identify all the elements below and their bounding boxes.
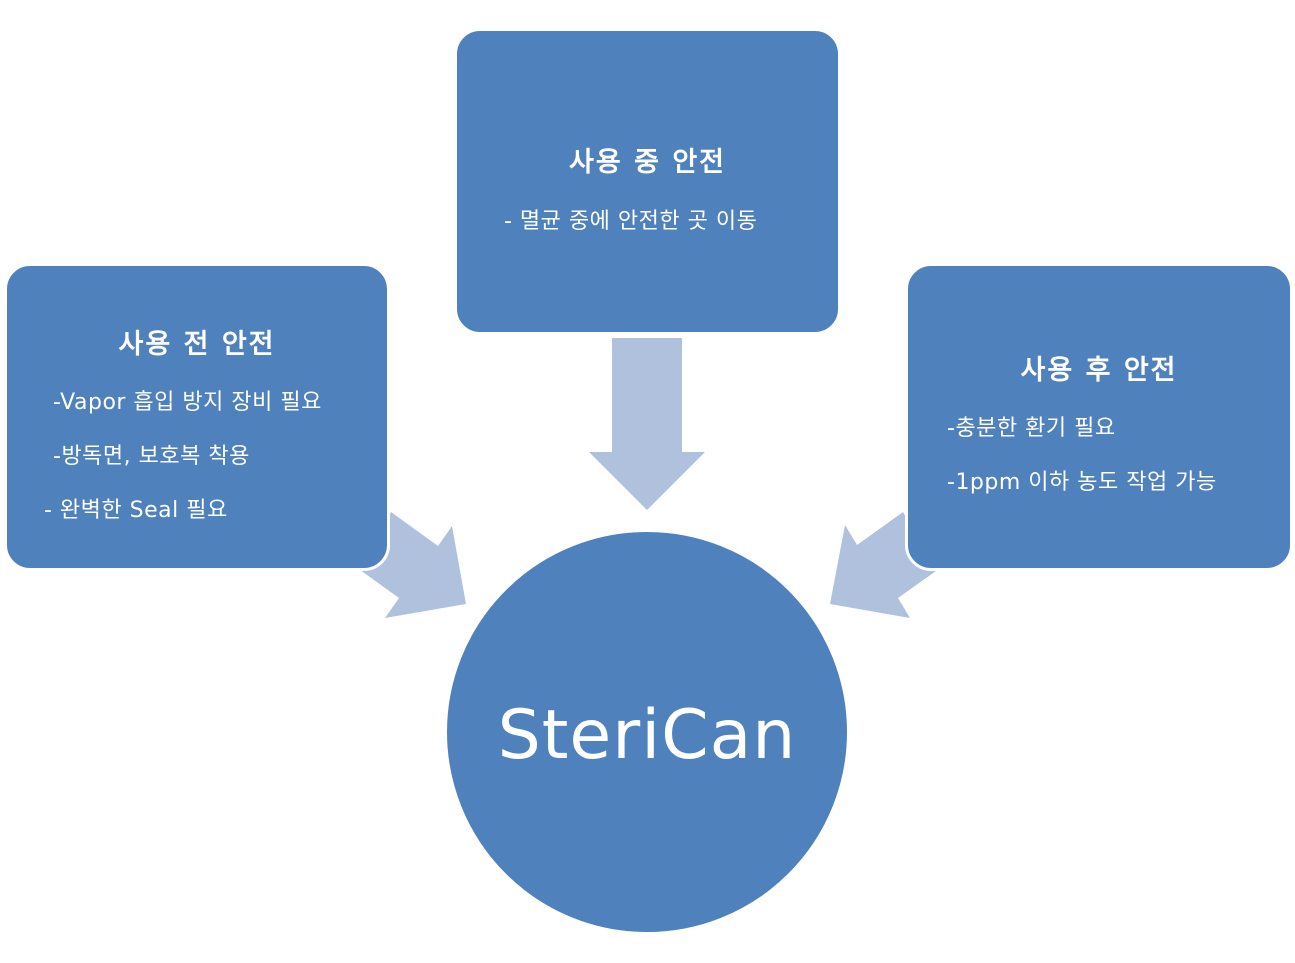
during-use-safety-box: 사용 중 안전 - 멸균 중에 안전한 곳 이동	[454, 28, 841, 335]
center-label: SteriCan	[497, 695, 797, 775]
box-line: -Vapor 흡입 방지 장비 필요	[53, 390, 322, 415]
box-line: -1ppm 이하 농도 작업 가능	[947, 470, 1217, 495]
box-line: - 멸균 중에 안전한 곳 이동	[504, 209, 758, 234]
box-title: 사용 후 안전	[1020, 355, 1178, 386]
box-title: 사용 전 안전	[118, 329, 276, 360]
box-title: 사용 중 안전	[569, 147, 726, 178]
box-line: -충분한 환기 필요	[947, 416, 1116, 441]
center-circle: SteriCan	[444, 529, 850, 935]
box-line: -방독면, 보호복 착용	[53, 444, 250, 469]
box-line: - 완벽한 Seal 필요	[44, 498, 228, 523]
after-use-safety-box: 사용 후 안전 -충분한 환기 필요 -1ppm 이하 농도 작업 가능	[905, 263, 1293, 571]
before-use-safety-box: 사용 전 안전 -Vapor 흡입 방지 장비 필요 -방독면, 보호복 착용 …	[4, 263, 390, 571]
arrow-down-icon	[589, 338, 705, 510]
